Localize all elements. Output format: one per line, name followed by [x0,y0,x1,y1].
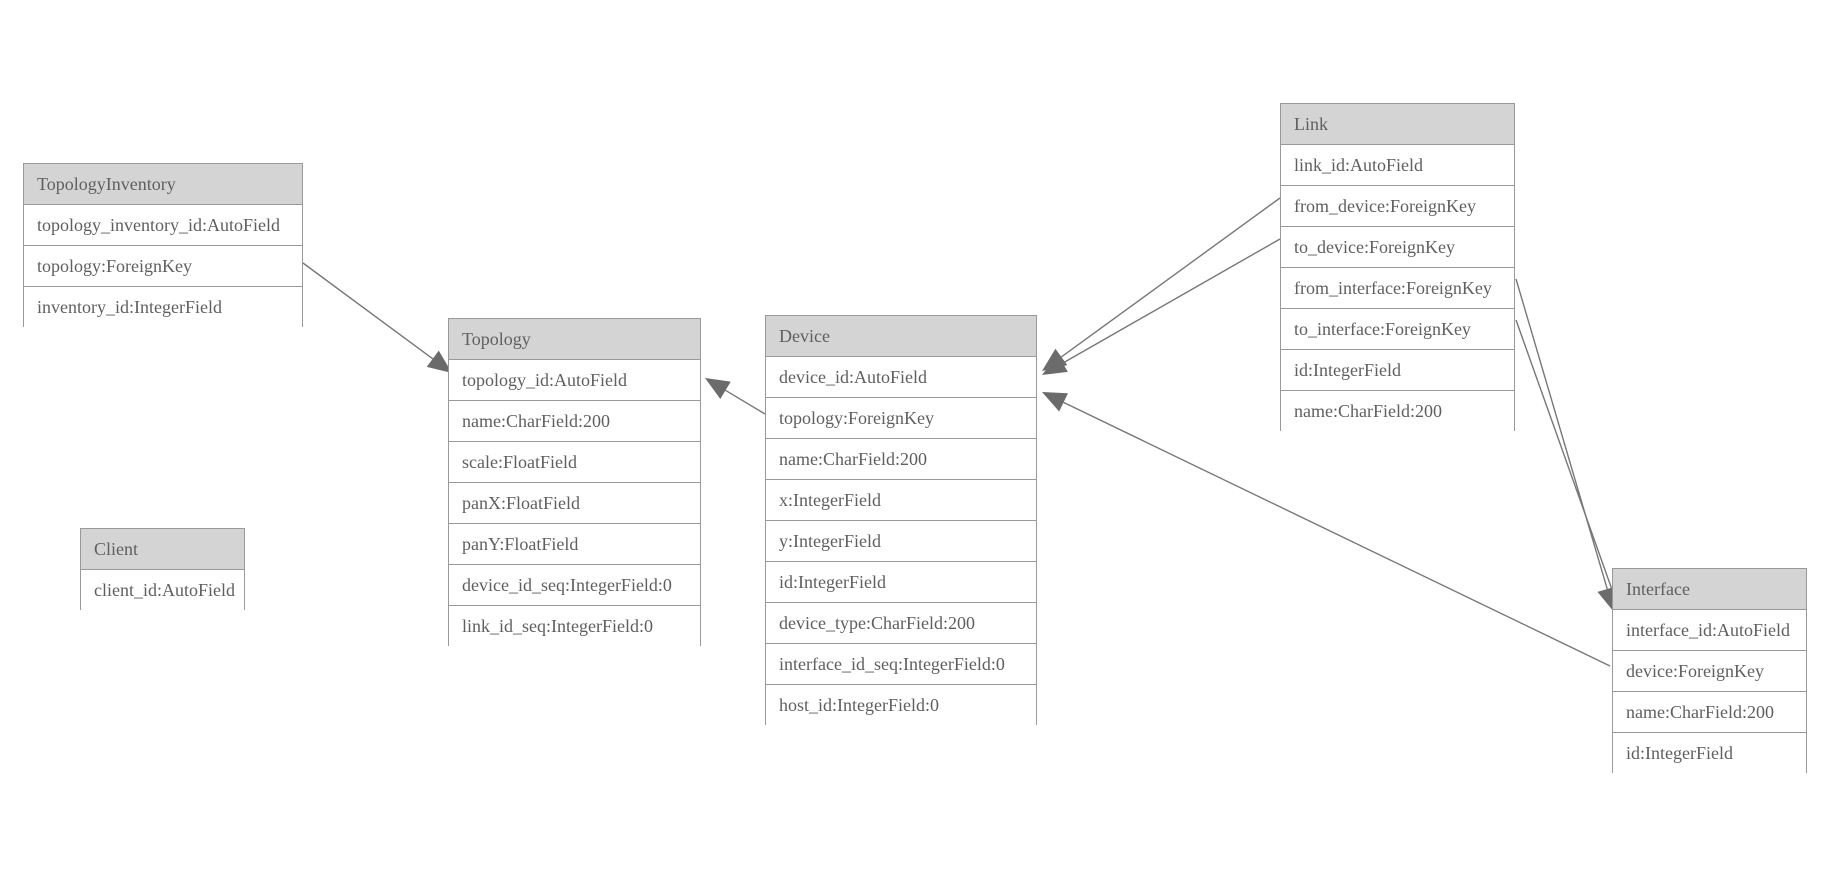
rel-device-topology [705,378,766,415]
class-field-row: topology_inventory_id:AutoField [24,205,302,246]
class-field-row: interface_id:AutoField [1613,610,1806,651]
class-field-row: device:ForeignKey [1613,651,1806,692]
class-field-row: device_id_seq:IntegerField:0 [449,565,700,606]
class-name-interface: Interface [1613,569,1806,610]
class-name-client: Client [81,529,244,570]
class-field-row: panY:FloatField [449,524,700,565]
class-field-row: id:IntegerField [766,562,1036,603]
class-field-row: from_interface:ForeignKey [1281,268,1514,309]
class-field-row: name:CharField:200 [1281,391,1514,432]
class-field-row: interface_id_seq:IntegerField:0 [766,644,1036,685]
rel-interface-device [1042,392,1611,667]
class-field-row: to_device:ForeignKey [1281,227,1514,268]
rel-link-from-device [1042,197,1281,371]
class-field-row: link_id_seq:IntegerField:0 [449,606,700,647]
class-field-row: device_id:AutoField [766,357,1036,398]
class-field-row: name:CharField:200 [766,439,1036,480]
class-field-row: link_id:AutoField [1281,145,1514,186]
class-name-topology: Topology [449,319,700,360]
class-field-row: to_interface:ForeignKey [1281,309,1514,350]
class-field-row: host_id:IntegerField:0 [766,685,1036,726]
class-field-row: y:IntegerField [766,521,1036,562]
class-field-row: topology:ForeignKey [24,246,302,287]
class-field-row: scale:FloatField [449,442,700,483]
class-field-row: panX:FloatField [449,483,700,524]
class-field-row: device_type:CharField:200 [766,603,1036,644]
class-field-row: from_device:ForeignKey [1281,186,1514,227]
rel-link-to-device [1042,238,1281,375]
class-field-row: id:IntegerField [1613,733,1806,774]
class-name-link: Link [1281,104,1514,145]
rel-topologyinventory-topology [302,262,452,373]
class-field-row: topology_id:AutoField [449,360,700,401]
class-name-device: Device [766,316,1036,357]
class-field-row: name:CharField:200 [449,401,700,442]
class-field-row: inventory_id:IntegerField [24,287,302,328]
class-name-topology_inventory: TopologyInventory [24,164,302,205]
class-field-row: x:IntegerField [766,480,1036,521]
class-field-row: client_id:AutoField [81,570,244,611]
class-field-row: topology:ForeignKey [766,398,1036,439]
class-field-row: id:IntegerField [1281,350,1514,391]
rel-link-to-interface [1515,319,1622,612]
rel-link-from-interface [1515,278,1617,612]
class-field-row: name:CharField:200 [1613,692,1806,733]
